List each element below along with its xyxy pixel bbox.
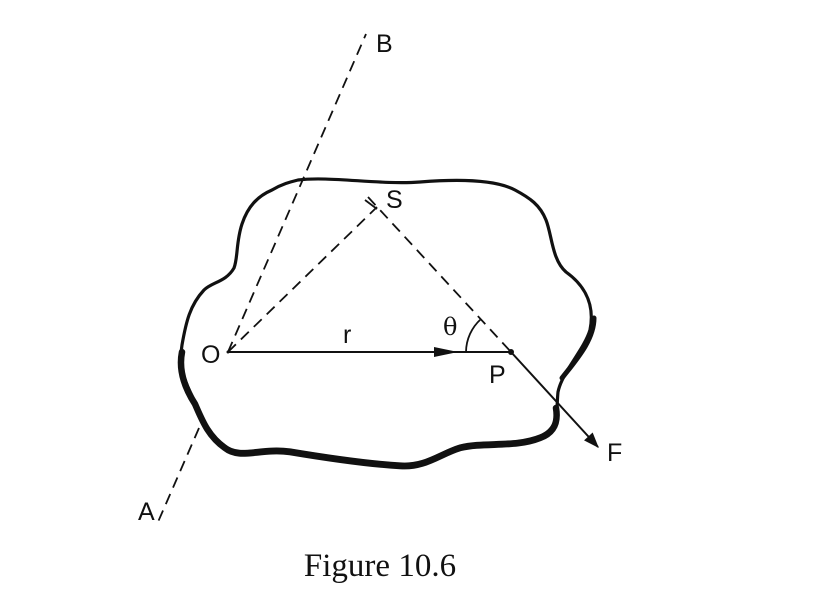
- label-A: A: [138, 498, 155, 526]
- axis-line-upper: [227, 33, 367, 353]
- label-B: B: [376, 30, 393, 58]
- label-r: r: [343, 321, 351, 349]
- label-F: F: [607, 439, 622, 467]
- vector-r-arrowhead: [434, 347, 458, 357]
- axis-line-lower: [157, 427, 200, 523]
- rigid-body-shadow-edge: [177, 348, 560, 470]
- figure-caption: Figure 10.6: [303, 548, 457, 584]
- point-O: [226, 350, 230, 354]
- point-P: [508, 349, 514, 355]
- line-of-action-SP: [367, 196, 512, 353]
- label-S: S: [386, 186, 403, 214]
- label-P: P: [489, 361, 506, 389]
- force-F: [510, 351, 599, 448]
- label-O: O: [201, 341, 220, 369]
- angle-theta-arc: [465, 318, 482, 353]
- rigid-body-outline: [179, 177, 593, 466]
- rigid-body-shadow-right: [559, 315, 597, 381]
- perpendicular-tick-S: [364, 199, 378, 210]
- label-theta: θ: [443, 313, 457, 341]
- line-OS: [227, 206, 378, 353]
